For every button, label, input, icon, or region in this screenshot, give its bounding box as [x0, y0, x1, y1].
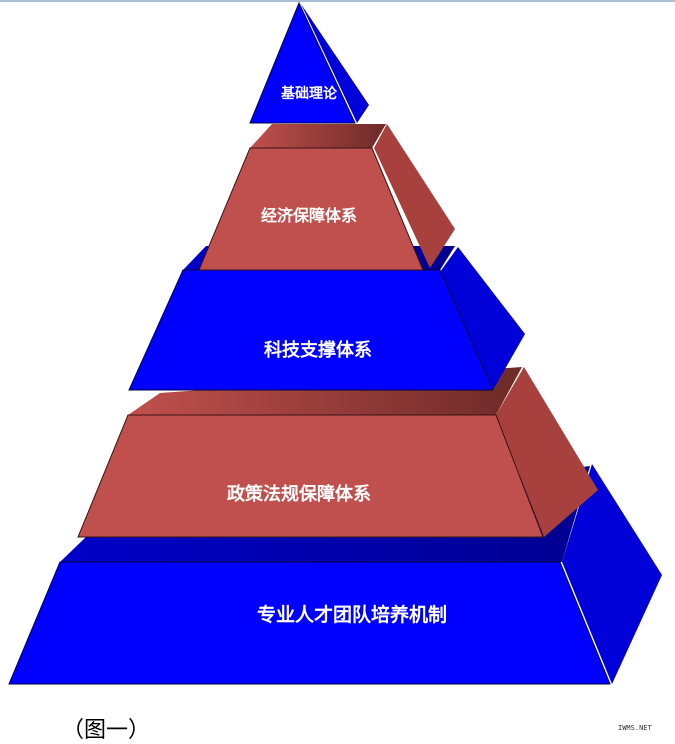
- tier-side-face: [496, 367, 598, 537]
- watermark: IWMS.NET: [618, 724, 652, 732]
- tier-side-face: [301, 4, 369, 123]
- tier-top-face: [250, 124, 386, 148]
- figure-caption: （图一）: [62, 718, 151, 743]
- tier-front-face: [198, 147, 424, 271]
- tier-front-face: [249, 1, 356, 124]
- tier-front-face: [128, 269, 494, 391]
- tier-basic-theory: 基础理论: [249, 1, 369, 124]
- tier-side-face: [440, 247, 525, 390]
- tier-economic-security: 经济保障体系: [198, 124, 455, 271]
- tier-label: 基础理论: [281, 85, 338, 102]
- tier-front-face: [77, 414, 544, 538]
- tier-label: 经济保障体系: [261, 206, 357, 225]
- tier-policy-regulation: 政策法规保障体系: [77, 367, 598, 538]
- tier-label: 政策法规保障体系: [227, 483, 371, 505]
- top-border: [0, 0, 675, 2]
- tier-side-face: [374, 124, 455, 268]
- tier-label: 科技支撑体系: [264, 339, 372, 361]
- tier-label: 专业人才团队培养机制: [257, 603, 447, 626]
- tier-side-face: [562, 464, 662, 684]
- tier-front-face: [8, 561, 611, 685]
